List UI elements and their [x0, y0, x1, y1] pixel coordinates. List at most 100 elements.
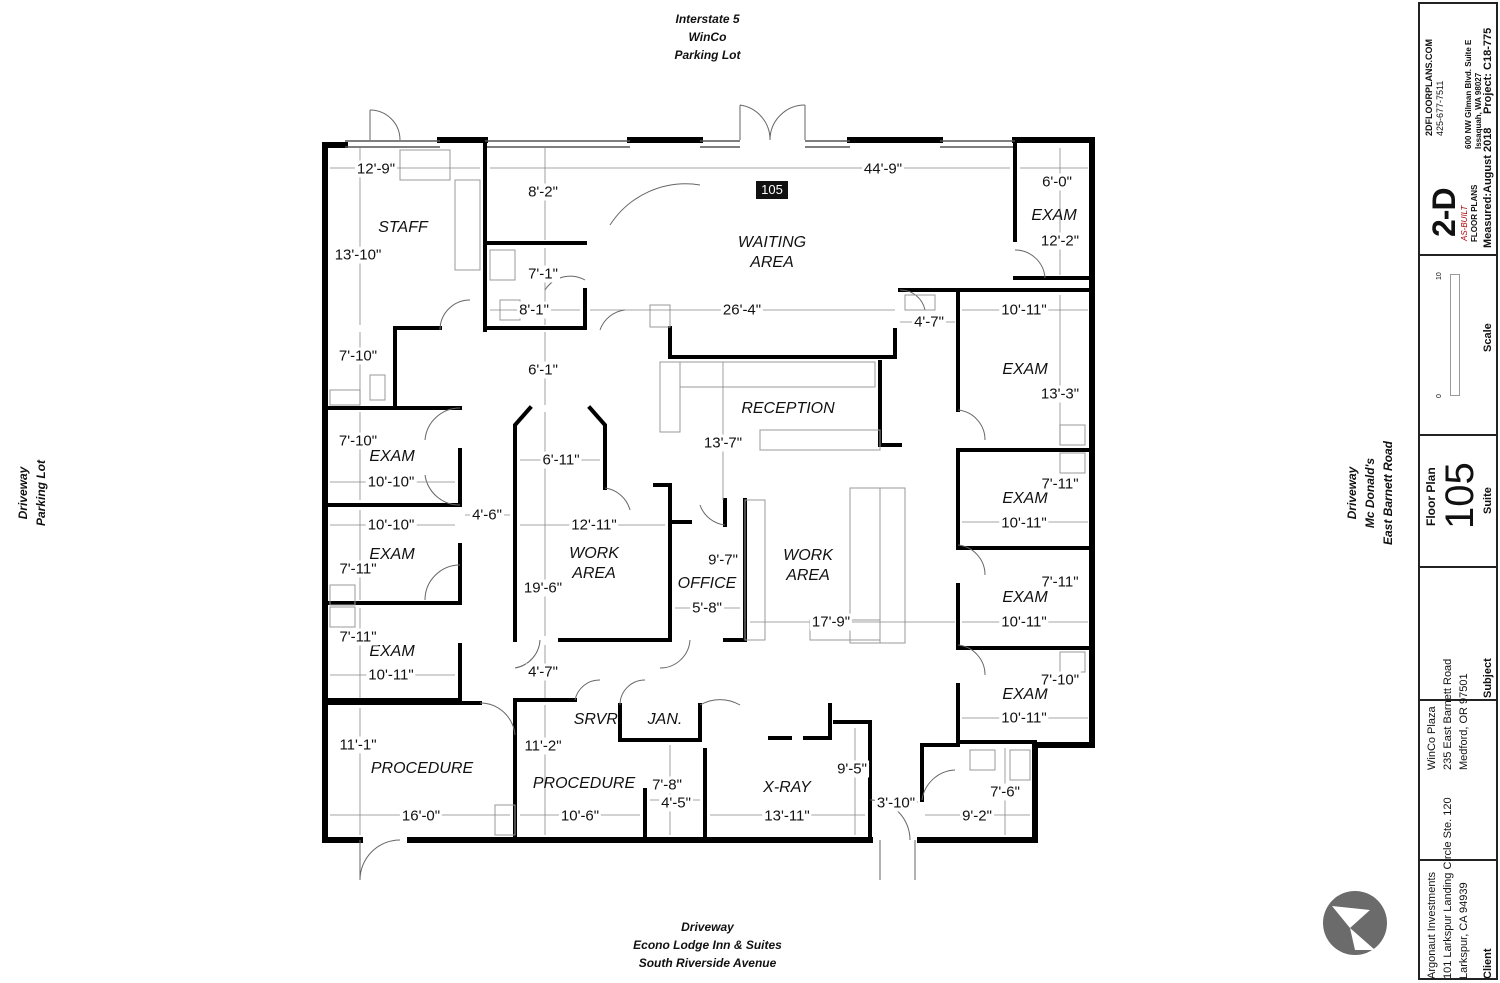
dimension: 10'-6": [558, 807, 602, 825]
door-swings: [359, 104, 1046, 881]
room-waiting-line-2: AREA: [750, 254, 794, 271]
title-block: 2DFLOORPLANS.COM 425-677-7511 600 NW Gil…: [1418, 2, 1498, 980]
measured-date: Measured:August 2018: [1482, 127, 1494, 248]
dimension: 7'-11": [1039, 475, 1081, 493]
dimension: 9'-7": [706, 551, 740, 569]
room-srvr: SRVR.: [573, 711, 623, 728]
room-work-2-line-1: WORK: [783, 547, 833, 564]
room-exam-w3: EXAM: [369, 643, 415, 660]
room-jan: JAN.: [647, 711, 683, 728]
dimension: 19'-6": [521, 579, 565, 597]
title-block-divider: [1420, 859, 1496, 861]
logo-2d: 2-D: [1426, 188, 1462, 237]
dimension: 10'-10": [365, 473, 417, 491]
north-arrow-icon: [1323, 891, 1387, 955]
context-south-line-1: Driveway: [681, 920, 734, 934]
scale-tick-10: 10: [1436, 272, 1443, 280]
dimension: 6'-1": [526, 361, 560, 379]
scale-tick-0: 0: [1436, 394, 1443, 398]
dimension: 13'-11": [762, 807, 812, 825]
title-block-divider: [1420, 434, 1496, 436]
dimension: 9'-5": [835, 760, 869, 778]
dimension: 7'-11": [337, 560, 379, 578]
dimension: 6'-11": [540, 451, 582, 469]
context-south-line-2: Econo Lodge Inn & Suites: [633, 938, 782, 952]
room-exam-e4: EXAM: [1002, 686, 1048, 703]
context-south: Driveway Econo Lodge Inn & Suites South …: [610, 918, 805, 972]
dimension: 10'-11": [999, 301, 1049, 319]
context-east-line-1: Driveway: [1345, 466, 1359, 520]
suite-label: Suite: [1482, 487, 1494, 514]
subject-label: Subject: [1482, 658, 1494, 698]
context-north-line-3: Parking Lot: [674, 48, 741, 62]
scale-label: Scale: [1482, 323, 1494, 352]
context-south-line-3: South Riverside Avenue: [638, 956, 777, 970]
dimension: 12'-11": [569, 516, 619, 534]
dimension: 8'-2": [526, 183, 560, 201]
room-work-1-line-2: AREA: [572, 565, 616, 582]
dimension: 7'-10": [1038, 671, 1082, 689]
client-line-3: Larkspur, CA 94939: [1458, 882, 1470, 979]
dimension: 10'-11": [366, 666, 416, 684]
context-north-line-2: WinCo: [688, 30, 727, 44]
dimension: 26'-4": [720, 301, 764, 319]
room-waiting: WAITING AREA: [738, 233, 806, 273]
room-staff: STAFF: [378, 219, 428, 236]
room-exam-ne: EXAM: [1031, 207, 1077, 224]
subject-line-2: 235 East Barnett Road: [1442, 658, 1454, 770]
room-xray: X-RAY: [763, 779, 811, 796]
subject-line-1: WinCo Plaza: [1426, 706, 1438, 770]
context-east-line-3: East Barnett Road: [1381, 440, 1395, 546]
company-address-1: 600 NW Gilman Blvd. Suite E: [1464, 39, 1473, 149]
dimension: 11'-2": [522, 737, 564, 755]
room-office: OFFICE: [677, 575, 737, 592]
dimension: 12'-9": [354, 160, 398, 178]
dimension: 12'-2": [1038, 232, 1082, 250]
room-work-1-line-1: WORK: [569, 545, 619, 562]
room-exam-e2: EXAM: [1002, 490, 1048, 507]
dimension: 17'-9": [809, 613, 853, 631]
room-exam-e3: EXAM: [1002, 589, 1048, 606]
dimension: 7'-10": [336, 347, 380, 365]
company-phone: 425-677-7511: [1435, 80, 1445, 136]
logo-floor-plans: FLOOR PLANS: [1470, 184, 1479, 242]
dimension: 8'-1": [517, 301, 551, 319]
suite-badge: 105: [756, 181, 788, 199]
dimension: 11'-1": [337, 736, 379, 754]
dimension: 13'-10": [332, 246, 384, 264]
company-web: 2DFLOORPLANS.COM: [1424, 38, 1434, 136]
dimension: 10'-11": [999, 709, 1049, 727]
title-block-divider: [1420, 254, 1496, 256]
context-north: Interstate 5 WinCo Parking Lot: [650, 10, 765, 64]
dimension: 9'-2": [960, 807, 994, 825]
dimension: 6'-0": [1040, 173, 1074, 191]
dimension-lines: [330, 148, 1088, 835]
scale-bar: [1450, 274, 1460, 396]
room-exam-w2: EXAM: [369, 546, 415, 563]
title-block-divider: [1420, 699, 1496, 701]
room-waiting-line-1: WAITING: [737, 234, 807, 251]
dimension: 4'-7": [526, 663, 560, 681]
dimension: 7'-11": [337, 628, 379, 646]
client-label: Client: [1482, 948, 1494, 979]
room-work-2-line-2: AREA: [786, 567, 830, 584]
dimension: 13'-7": [701, 434, 745, 452]
interior-walls: [323, 143, 1094, 842]
logo-as-built: AS-BUILT: [1460, 205, 1469, 241]
dimension: 7'-10": [336, 432, 380, 450]
fixtures: [329, 149, 1086, 836]
context-east: Driveway Mc Donald's East Barnett Road: [1343, 433, 1397, 553]
subject-line-3: Medford, OR 97501: [1458, 673, 1470, 770]
suite-number: 105: [1438, 462, 1482, 529]
room-procedure-1: PROCEDURE: [370, 760, 474, 777]
client-line-2: 101 Larkspur Landing Circle Ste. 120: [1442, 797, 1454, 979]
windows: [345, 140, 1015, 148]
dimension: 4'-5": [659, 794, 693, 812]
dimension: 7'-8": [650, 776, 684, 794]
room-procedure-2: PROCEDURE: [532, 775, 636, 792]
context-west-line-1: Driveway: [16, 466, 30, 520]
room-work-area-1: WORK AREA: [569, 544, 619, 584]
context-north-line-1: Interstate 5: [675, 12, 740, 26]
dimension: 10'-11": [999, 613, 1049, 631]
